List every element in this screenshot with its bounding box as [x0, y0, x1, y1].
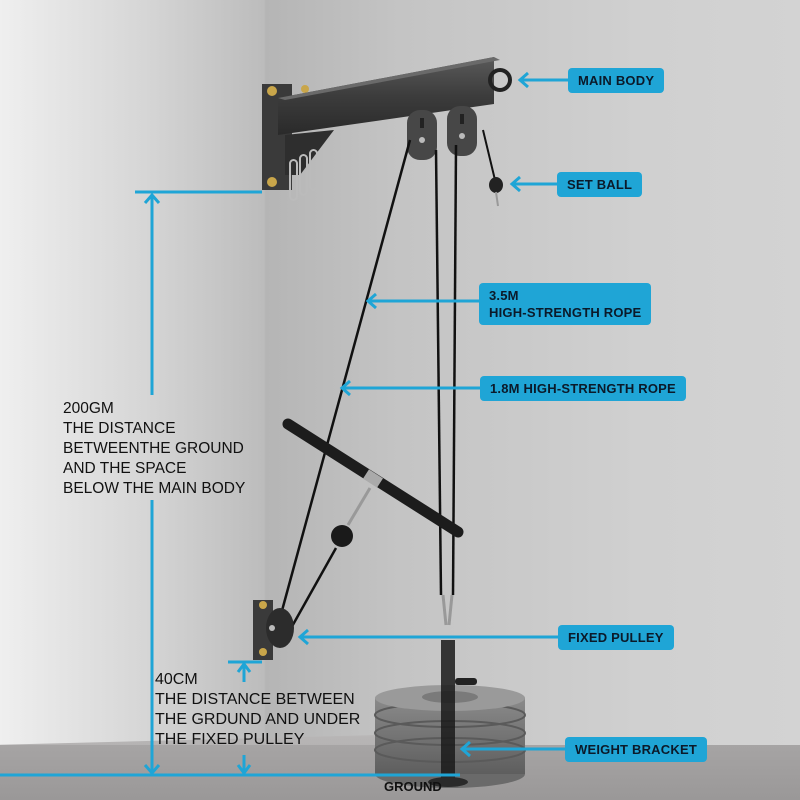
- dimension-lower-line: THE FIXED PULLEY: [155, 731, 305, 748]
- label-set-ball: SET BALL: [557, 172, 643, 197]
- top-pulley-left: [407, 110, 437, 160]
- snap-hooks: [441, 594, 454, 626]
- callout-arrows: [297, 71, 570, 758]
- label-rope-3-5m-desc: HIGH-STRENGTH ROPE: [489, 305, 642, 320]
- dimension-upper-line: BELOW THE MAIN BODY: [63, 480, 246, 497]
- top-pulley-right: [447, 106, 477, 156]
- ground-label: GROUND: [384, 779, 442, 794]
- dimension-upper-value: 200GM: [63, 400, 114, 417]
- label-rope-3-5m-length: 3.5M: [489, 288, 519, 303]
- dimension-upper-line: THE DISTANCE: [63, 420, 176, 437]
- dimension-lower-line: THE DISTANCE BETWEEN: [155, 691, 355, 708]
- ropes: [278, 139, 458, 631]
- label-rope-1-8m: 1.8M HIGH-STRENGTH ROPE: [480, 376, 686, 401]
- label-fixed-pulley: FIXED PULLEY: [558, 625, 674, 650]
- weight-bracket-post: [428, 640, 477, 787]
- handle-bar: [282, 418, 464, 547]
- label-rope-3-5m: 3.5M HIGH-STRENGTH ROPE: [479, 283, 652, 325]
- eye-bolt: [488, 68, 512, 92]
- dimension-upper: 200GM THE DISTANCE BETWEENTHE GROUND AND…: [63, 399, 245, 499]
- dimension-lower-line: THE GRDUND AND UNDER: [155, 711, 361, 728]
- label-main-body: MAIN BODY: [568, 68, 665, 93]
- carabiner-icon: [289, 149, 318, 201]
- fixed-pulley: [253, 600, 294, 660]
- dimension-upper-line: AND THE SPACE: [63, 460, 187, 477]
- dimension-lines: [0, 190, 460, 777]
- dimension-lower-value: 40CM: [155, 671, 198, 688]
- set-ball: [489, 177, 503, 193]
- dimension-upper-line: BETWEENTHE GROUND: [63, 440, 244, 457]
- label-weight-bracket: WEIGHT BRACKET: [565, 737, 707, 762]
- stopper-ball: [331, 525, 353, 547]
- dimension-lower: 40CM THE DISTANCE BETWEEN THE GRDUND AND…: [155, 670, 360, 750]
- main-body: [262, 57, 512, 201]
